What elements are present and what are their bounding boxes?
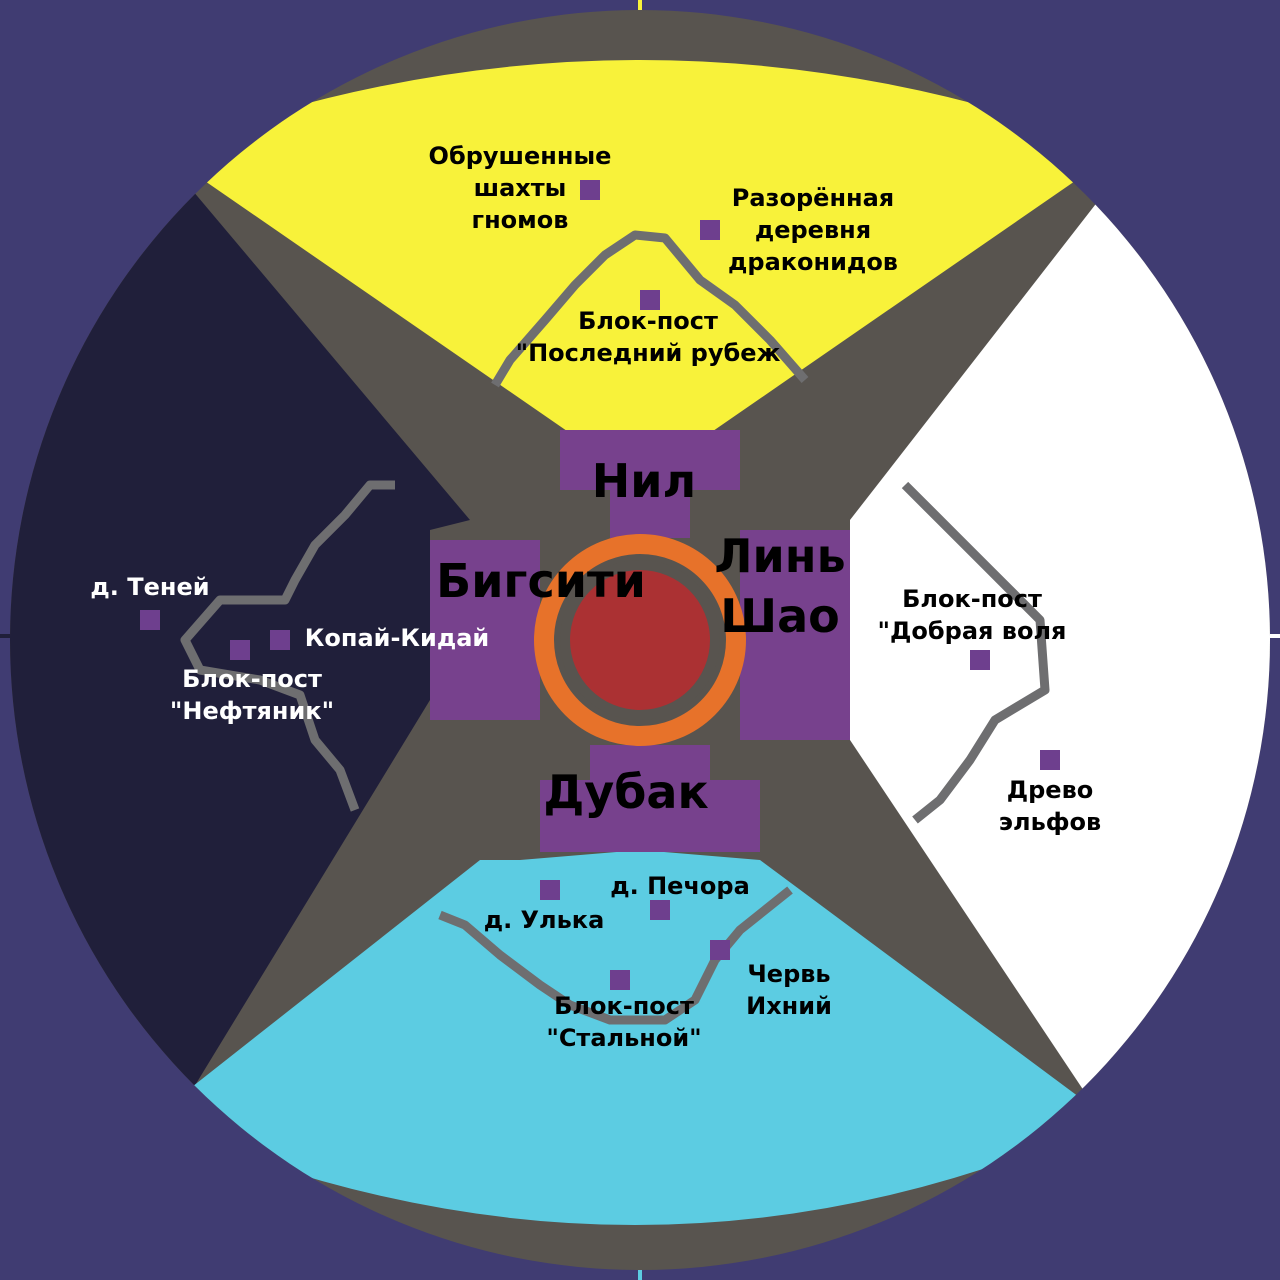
district-label-dubak: Дубак [543, 765, 709, 819]
place-label-kopai-kidai: Копай-Кидай [305, 622, 490, 654]
district-label-bigsity: Бигсити [436, 554, 646, 608]
district-label-lin-shao: Линь Шао [714, 526, 845, 646]
district-label-nil: Нил [591, 454, 697, 508]
north-tick [638, 0, 642, 10]
district-label-line: Линь [714, 529, 846, 583]
place-label-line: д. Теней [90, 573, 210, 601]
place-label-steel-post: Блок-пост "Стальной" [546, 990, 701, 1054]
place-label-shadows-village: д. Теней [90, 571, 209, 603]
oilman-post-marker[interactable] [230, 640, 250, 660]
place-label-line: "Последний рубеж [515, 339, 781, 367]
place-label-gnome-mines: Обрушенные шахты гномов [429, 140, 612, 236]
place-label-line: Ихний [746, 992, 832, 1020]
place-label-line: д. Печора [610, 872, 750, 900]
place-label-line: "Добрая воля [877, 617, 1067, 645]
place-label-line: "Стальной" [546, 1024, 702, 1052]
ulka-village-marker[interactable] [540, 880, 560, 900]
place-label-line: шахты [473, 174, 567, 202]
district-bigsity-area [430, 540, 540, 720]
central-ring [534, 534, 746, 746]
place-label-worm: Червь Ихний [746, 958, 832, 1022]
place-label-dragonborn-village: Разорённая деревня драконидов [728, 182, 898, 278]
region-west-dark [10, 140, 470, 1110]
east-tick [1270, 634, 1280, 638]
south-tick [638, 1270, 642, 1280]
place-label-line: гномов [471, 206, 569, 234]
place-label-line: деревня [754, 216, 872, 244]
place-label-line: Разорённая [731, 184, 895, 212]
district-lin-shao-area [740, 530, 850, 740]
kopai-kidai-marker[interactable] [270, 630, 290, 650]
place-label-pechora-village: д. Печора [610, 870, 750, 902]
district-label-line: Шао [720, 589, 840, 643]
goodwill-post-marker[interactable] [970, 650, 990, 670]
region-south-cyan [150, 850, 1110, 1225]
district-nil-area [560, 430, 740, 490]
pechora-village-marker[interactable] [650, 900, 670, 920]
place-label-line: д. Улька [483, 906, 605, 934]
zone-borders [180, 230, 1050, 1025]
place-label-line: Обрушенные [428, 142, 612, 170]
worm-marker[interactable] [710, 940, 730, 960]
central-core [570, 570, 710, 710]
district-dubak-area [590, 745, 710, 785]
region-north-yellow [160, 60, 1120, 440]
place-label-ulka-village: д. Улька [484, 904, 605, 936]
shadows-village-marker[interactable] [140, 610, 160, 630]
gnome-mines-marker[interactable] [580, 180, 600, 200]
west-border [180, 480, 395, 812]
elf-tree-marker[interactable] [1040, 750, 1060, 770]
place-label-line: Червь [747, 960, 831, 988]
place-label-elf-tree: Древо эльфов [999, 774, 1101, 838]
place-label-line: драконидов [728, 248, 898, 276]
place-label-goodwill-post: Блок-пост "Добрая воля [878, 583, 1067, 647]
place-label-line: Блок-пост [578, 307, 718, 335]
region-east-white [850, 160, 1270, 1130]
place-label-line: Блок-пост [554, 992, 694, 1020]
place-label-line: "Нефтяник" [169, 697, 335, 725]
place-label-oilman-post: Блок-пост "Нефтяник" [170, 663, 334, 727]
districts [430, 430, 850, 852]
place-label-line: Блок-пост [902, 585, 1042, 613]
place-label-last-frontier-post: Блок-пост "Последний рубеж [516, 305, 781, 369]
place-label-line: эльфов [998, 808, 1102, 836]
district-nil-area [610, 488, 690, 538]
place-label-line: Копай-Кидай [304, 624, 490, 652]
district-dubak-area [540, 780, 760, 852]
last-frontier-post-marker[interactable] [640, 290, 660, 310]
east-border [901, 481, 1050, 824]
dragonborn-village-marker[interactable] [700, 220, 720, 240]
north-border [491, 230, 809, 388]
steel-post-marker[interactable] [610, 970, 630, 990]
place-label-line: Блок-пост [182, 665, 322, 693]
place-label-line: Древо [1006, 776, 1094, 804]
west-tick [0, 634, 10, 638]
